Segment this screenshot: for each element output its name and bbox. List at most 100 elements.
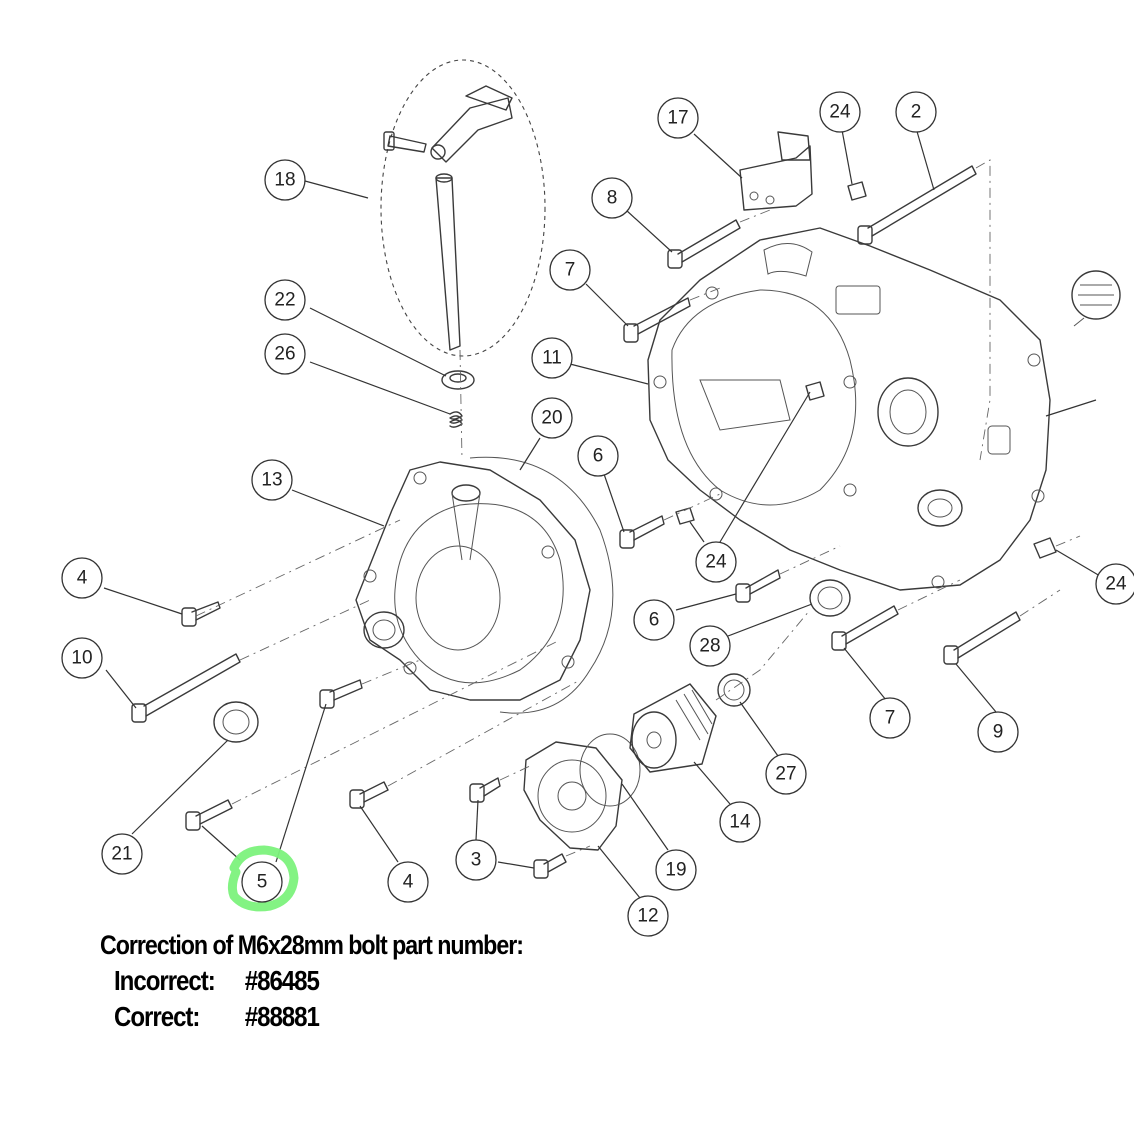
bolt-4b xyxy=(349,781,389,809)
assembly-centerlines xyxy=(195,159,1081,857)
bolt-6b xyxy=(735,569,781,603)
dowel-24c xyxy=(1033,537,1057,559)
bolt-9 xyxy=(943,611,1021,665)
cover-gasket xyxy=(469,456,614,714)
leader-lines xyxy=(103,127,1101,899)
incorrect-label: Incorrect: xyxy=(114,965,216,996)
incorrect-part-number: #86485 xyxy=(244,965,320,996)
shift-shaft-assembly xyxy=(380,59,546,357)
svg-text:19: 19 xyxy=(665,860,686,881)
dowel-24d xyxy=(805,381,825,401)
svg-text:18: 18 xyxy=(274,170,295,191)
svg-text:4: 4 xyxy=(77,568,88,589)
crankcase-cover xyxy=(647,227,1051,591)
callout-21: 21 xyxy=(101,833,143,875)
callout-24b: 24 xyxy=(819,91,861,133)
svg-text:6: 6 xyxy=(593,446,604,467)
svg-text:10: 10 xyxy=(71,648,92,669)
correction-note: Correction of M6x28mm bolt part number: … xyxy=(100,930,592,1033)
svg-text:9: 9 xyxy=(993,722,1004,743)
svg-text:22: 22 xyxy=(274,290,295,311)
incorrect-row: Incorrect: #86485 xyxy=(114,965,525,997)
bracket xyxy=(739,131,813,211)
callout-6a: 6 xyxy=(633,599,675,641)
callout-3: 3 xyxy=(455,839,497,881)
callout-19: 19 xyxy=(655,849,697,891)
svg-text:26: 26 xyxy=(274,344,295,365)
svg-text:24: 24 xyxy=(1105,574,1127,595)
svg-text:4: 4 xyxy=(403,872,414,893)
callout-6b: 6 xyxy=(577,435,619,477)
callout-8: 8 xyxy=(591,177,633,219)
svg-text:6: 6 xyxy=(649,610,660,631)
callout-24a: 24 xyxy=(695,541,737,583)
correct-label: Correct: xyxy=(114,1001,200,1032)
callout-26: 26 xyxy=(264,333,306,375)
callout-17: 17 xyxy=(657,97,699,139)
dowel-24a xyxy=(675,507,695,525)
callout-13: 13 xyxy=(251,459,293,501)
bolt-7a xyxy=(623,297,691,343)
callout-7b: 7 xyxy=(869,697,911,739)
callout-5-highlight xyxy=(227,845,299,912)
shaft-seal xyxy=(441,370,475,390)
bolt-7b xyxy=(831,605,899,651)
svg-text:14: 14 xyxy=(729,812,751,833)
bolt-6a xyxy=(619,515,665,549)
callout-4b: 4 xyxy=(387,861,429,903)
correct-row: Correct: #88881 xyxy=(114,1001,525,1033)
correction-title: Correction of M6x28mm bolt part number: xyxy=(100,930,524,960)
svg-text:13: 13 xyxy=(261,470,282,491)
bolt-3b xyxy=(533,853,567,879)
svg-text:21: 21 xyxy=(111,844,132,865)
callout-24c: 24 xyxy=(1095,563,1134,605)
svg-text:3: 3 xyxy=(471,850,482,871)
return-spring xyxy=(449,411,463,428)
clutch-cover xyxy=(355,461,591,701)
callout-11: 11 xyxy=(531,337,573,379)
svg-text:24: 24 xyxy=(705,552,727,573)
callout-18: 18 xyxy=(264,159,306,201)
svg-text:28: 28 xyxy=(699,636,720,657)
filter-oring xyxy=(579,733,641,807)
svg-text:8: 8 xyxy=(607,188,618,209)
svg-text:24: 24 xyxy=(829,102,851,123)
svg-text:7: 7 xyxy=(565,260,576,281)
svg-text:17: 17 xyxy=(667,108,688,129)
bolt-5b xyxy=(185,799,233,831)
callout-10: 10 xyxy=(61,637,103,679)
bolt-3a xyxy=(469,777,501,803)
bolt-8 xyxy=(667,219,741,269)
oil-filter-cover xyxy=(523,741,623,851)
callout-2: 2 xyxy=(895,91,937,133)
svg-text:5: 5 xyxy=(257,872,268,893)
filter-spring xyxy=(717,673,751,707)
svg-text:12: 12 xyxy=(637,906,658,927)
svg-text:20: 20 xyxy=(541,408,562,429)
bolts xyxy=(131,165,1057,879)
oil-seal-28 xyxy=(809,579,851,617)
svg-text:11: 11 xyxy=(542,348,562,369)
bolt-2 xyxy=(857,165,977,245)
callout-12: 12 xyxy=(627,895,669,937)
correct-part-number: #88881 xyxy=(244,1001,320,1032)
oil-seal-21 xyxy=(213,701,259,743)
dowel-24b xyxy=(847,181,867,201)
callout-22: 22 xyxy=(264,279,306,321)
bolt-5a xyxy=(319,679,363,709)
svg-text:27: 27 xyxy=(775,764,796,785)
callout-28: 28 xyxy=(689,625,731,667)
callout-7a: 7 xyxy=(549,249,591,291)
oil-filter xyxy=(629,683,717,773)
callout-14: 14 xyxy=(719,801,761,843)
callout-20: 20 xyxy=(531,397,573,439)
callout-4a: 4 xyxy=(61,557,103,599)
callout-5: 5 xyxy=(241,861,283,903)
svg-text:7: 7 xyxy=(885,708,896,729)
callout-27: 27 xyxy=(765,753,807,795)
bolt-10 xyxy=(131,653,241,723)
svg-text:2: 2 xyxy=(911,102,922,123)
callout-9: 9 xyxy=(977,711,1019,753)
oil-filler-cap xyxy=(1071,270,1121,327)
